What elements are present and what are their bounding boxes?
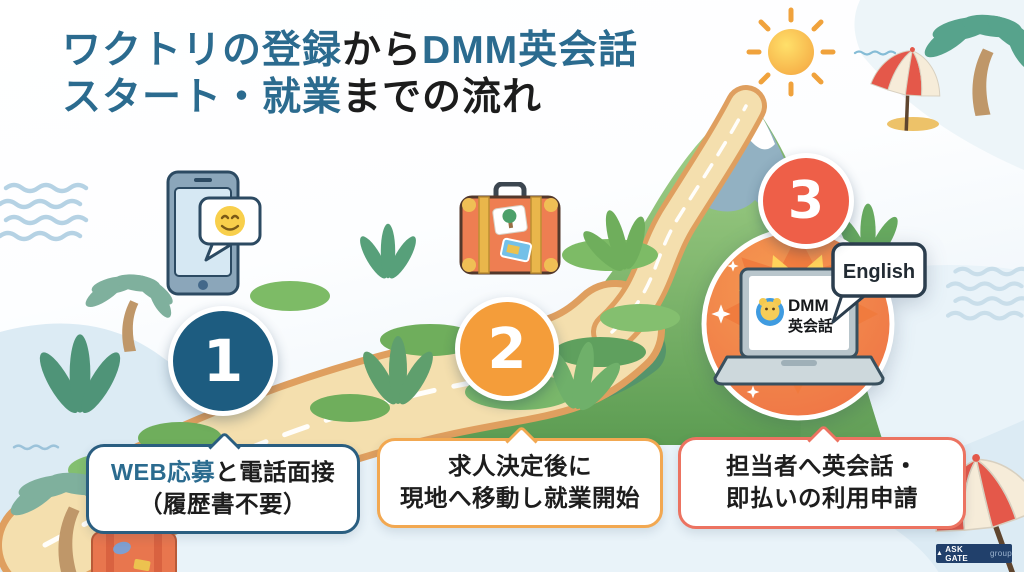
leaf-cluster-icon (355, 223, 421, 282)
laptop-dmm-illustration: DMM 英会話 English (701, 227, 927, 421)
beach-umbrella-icon (862, 39, 950, 138)
askgate-logo-main: ASK GATE (945, 544, 969, 563)
step-3-number-badge: 3 (758, 153, 854, 249)
step-2-number-badge: 2 (455, 297, 559, 401)
step-1-label-box: WEB応募と電話面接 （履歴書不要） (86, 431, 360, 534)
step-2-label-line-2: 現地へ移動し就業開始 (400, 485, 640, 511)
phone-chat-icon (166, 170, 262, 296)
askgate-logo-icon: ▲ (936, 550, 944, 557)
step-2-label-box: 求人決定後に 現地へ移動し就業開始 (377, 425, 663, 528)
step-3-label-line-1: 担当者へ英会話・ (726, 453, 918, 480)
sun-icon (749, 10, 833, 94)
step-1-label-line-1: WEB応募と電話面接 (110, 459, 336, 486)
title-line-2: スタート・就業までの流れ (62, 75, 543, 119)
dmm-logo-sub-text: 英会話 (788, 317, 833, 335)
suitcase-icon (459, 182, 561, 275)
english-speech-bubble: English (831, 242, 927, 324)
askgate-logo-suffix: group (990, 549, 1012, 558)
step-3-label-box: 担当者へ英会話・ 即払いの利用申請 (678, 424, 966, 529)
laptop-icon: DMM 英会話 (713, 267, 885, 386)
step-3-number: 3 (787, 171, 825, 231)
dmm-eikaiwa-logo: DMM 英会話 (756, 296, 833, 335)
askgate-logo: ▲ ASK GATE group (936, 544, 1012, 563)
step-2-label-line-1: 求人決定後に (448, 453, 592, 480)
step-1-number-badge: 1 (168, 306, 278, 416)
waves-left-icon (0, 185, 86, 239)
dmm-logo-text: DMM (788, 296, 829, 315)
title-line-1: ワクトリの登録からDMM英会話 (62, 29, 639, 72)
step-1-number: 1 (202, 327, 244, 395)
step-2-number: 2 (487, 316, 527, 382)
step-1-label-line-2: （履歴書不要） (139, 491, 307, 517)
step-3-label-line-2: 即払いの利用申請 (726, 485, 918, 511)
page-title: ワクトリの登録からDMM英会話 スタート・就業までの流れ (62, 28, 638, 122)
english-bubble-text: English (843, 261, 915, 283)
